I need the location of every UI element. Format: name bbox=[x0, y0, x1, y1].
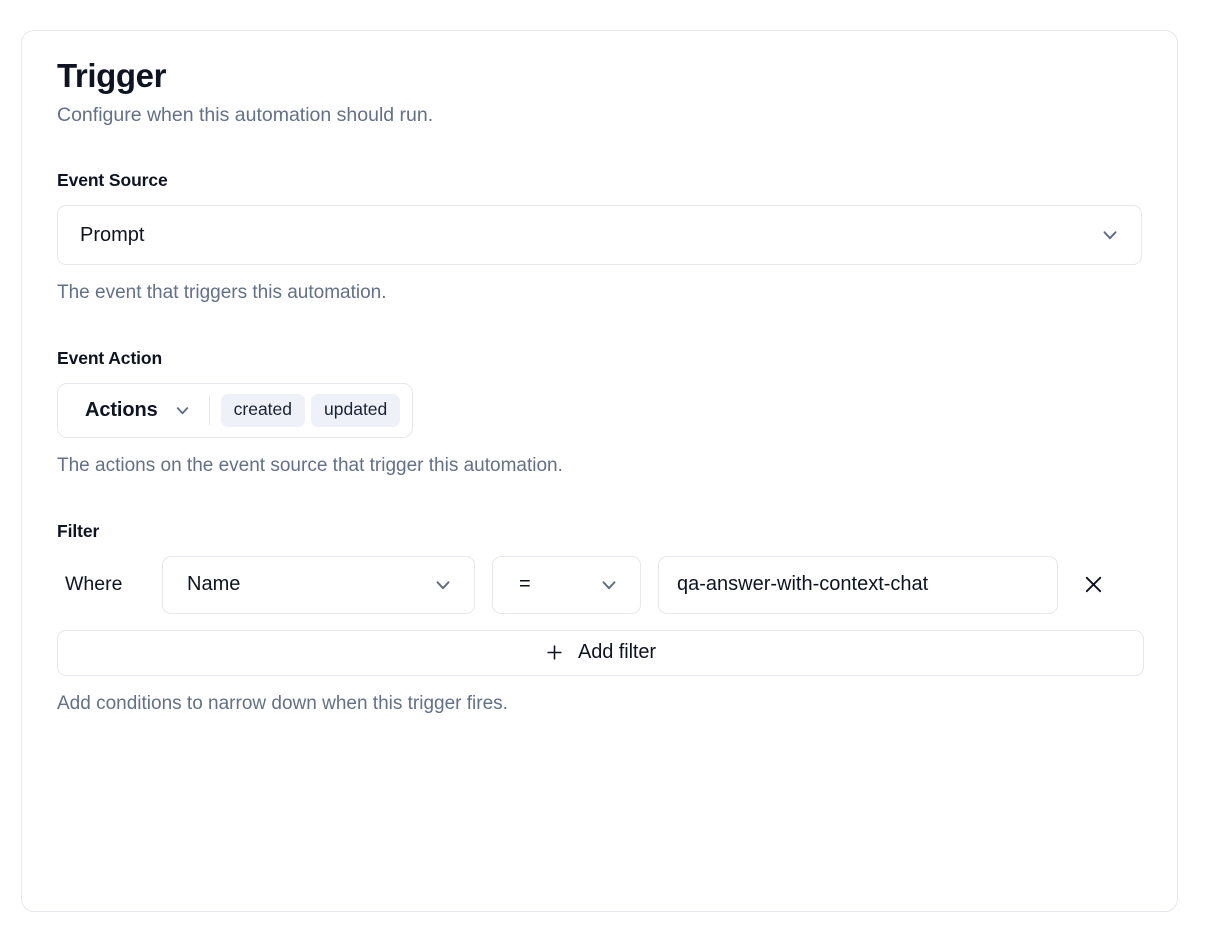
remove-filter-button[interactable] bbox=[1076, 568, 1110, 602]
event-source-value: Prompt bbox=[80, 223, 145, 246]
filter-label: Filter bbox=[57, 520, 100, 541]
filter-value-input[interactable] bbox=[658, 555, 1058, 614]
event-source-label: Event Source bbox=[57, 170, 168, 191]
event-action-tag[interactable]: updated bbox=[311, 394, 401, 427]
chevron-down-icon bbox=[432, 574, 454, 596]
add-filter-label: Add filter bbox=[578, 641, 656, 664]
filter-field: Filter Where Name = bbox=[57, 520, 1144, 717]
event-action-multiselect[interactable]: Actions created updated bbox=[57, 382, 414, 438]
filter-field-value: Name bbox=[187, 573, 241, 596]
where-label: Where bbox=[65, 573, 123, 596]
event-source-help: The event that triggers this automation. bbox=[57, 282, 387, 304]
page-subtitle: Configure when this automation should ru… bbox=[57, 103, 434, 126]
filter-help: Add conditions to narrow down when this … bbox=[57, 692, 508, 714]
event-source-field: Event Source Prompt The event that trigg… bbox=[57, 170, 1142, 306]
event-action-dropdown-trigger[interactable]: Actions bbox=[58, 384, 209, 437]
page-title: Trigger bbox=[57, 57, 167, 94]
event-source-select[interactable]: Prompt bbox=[57, 205, 1142, 266]
event-action-tag-list: created updated bbox=[220, 394, 401, 427]
close-icon bbox=[1082, 573, 1105, 596]
event-action-trigger-label: Actions bbox=[85, 398, 158, 421]
filter-row: Where Name = bbox=[57, 555, 1142, 614]
event-action-help: The actions on the event source that tri… bbox=[57, 454, 563, 476]
event-action-tag[interactable]: created bbox=[220, 394, 306, 427]
divider bbox=[208, 395, 210, 426]
chevron-down-icon bbox=[1099, 224, 1121, 246]
trigger-card: Trigger Configure when this automation s… bbox=[21, 30, 1178, 912]
chevron-down-icon bbox=[598, 574, 620, 596]
event-action-label: Event Action bbox=[57, 347, 163, 368]
plus-icon bbox=[545, 643, 564, 662]
chevron-down-icon bbox=[173, 401, 192, 420]
add-filter-button[interactable]: Add filter bbox=[57, 629, 1144, 676]
filter-operator-select[interactable]: = bbox=[492, 555, 641, 614]
filter-operator-value: = bbox=[519, 573, 531, 596]
event-action-field: Event Action Actions created updated The… bbox=[57, 348, 1142, 479]
filter-field-select[interactable]: Name bbox=[162, 555, 475, 614]
